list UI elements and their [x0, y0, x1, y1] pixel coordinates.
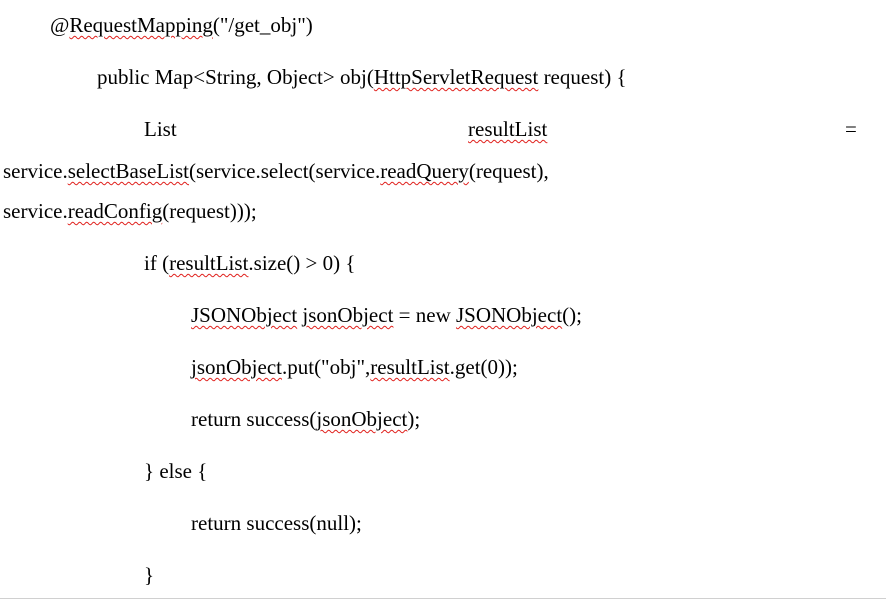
spellcheck-word: resultList — [468, 117, 548, 141]
spellcheck-word: resultList — [169, 251, 249, 275]
spellcheck-word: JSONObject — [191, 303, 298, 327]
code-line-service-config: service.readConfig(request))); — [3, 198, 257, 224]
code-text: request) { — [538, 65, 627, 89]
code-text: public Map<String, Object> obj( — [97, 65, 374, 89]
code-line-return-success: return success(jsonObject); — [191, 406, 420, 432]
code-line-json-put: jsonObject.put("obj",resultList.get(0)); — [191, 354, 518, 380]
spellcheck-word: jsonObject — [191, 355, 282, 379]
spellcheck-word: readConfig — [67, 199, 163, 223]
code-line-declaration-type: List — [144, 117, 177, 141]
code-line-service-call: service.selectBaseList(service.select(se… — [3, 158, 549, 184]
page-divider — [0, 598, 886, 599]
code-text: .size() > 0) { — [248, 251, 356, 275]
spellcheck-word: JSONObject — [456, 303, 563, 327]
code-text: (); — [562, 303, 582, 327]
code-line-new-json: JSONObject jsonObject = new JSONObject()… — [191, 302, 582, 328]
code-text: if ( — [144, 251, 170, 275]
code-text: (request))); — [162, 199, 257, 223]
spellcheck-word: selectBaseList — [67, 159, 190, 183]
code-text: @ — [50, 13, 70, 37]
spellcheck-word: jsonObject — [302, 303, 394, 327]
code-text: (request), — [468, 159, 549, 183]
code-text: ); — [407, 407, 421, 431]
code-text: ("/get_obj") — [212, 13, 313, 37]
code-line-declaration-equals: = — [845, 117, 857, 141]
spellcheck-word: RequestMapping — [69, 13, 213, 37]
code-line-else: } else { — [144, 459, 208, 483]
spellcheck-word: readQuery — [380, 159, 469, 183]
code-text: = new — [393, 303, 456, 327]
code-line-if: if (resultList.size() > 0) { — [144, 250, 355, 276]
spellcheck-word: resultList — [370, 355, 450, 379]
code-text: .put("obj", — [281, 355, 371, 379]
code-line-annotation: @RequestMapping("/get_obj") — [50, 12, 313, 38]
spellcheck-word: HttpServletRequest — [373, 65, 539, 89]
code-text: return success( — [191, 407, 317, 431]
code-line-declaration-var: resultList — [468, 116, 547, 142]
code-text: (service.select(service. — [189, 159, 381, 183]
code-text: .get(0)); — [449, 355, 518, 379]
code-line-method-signature: public Map<String, Object> obj(HttpServl… — [97, 64, 627, 90]
code-line-close-brace: } — [144, 563, 155, 587]
code-text: service. — [3, 199, 68, 223]
spellcheck-word: jsonObject — [316, 407, 408, 431]
code-text: service. — [3, 159, 68, 183]
code-line-return-null: return success(null); — [191, 511, 362, 535]
